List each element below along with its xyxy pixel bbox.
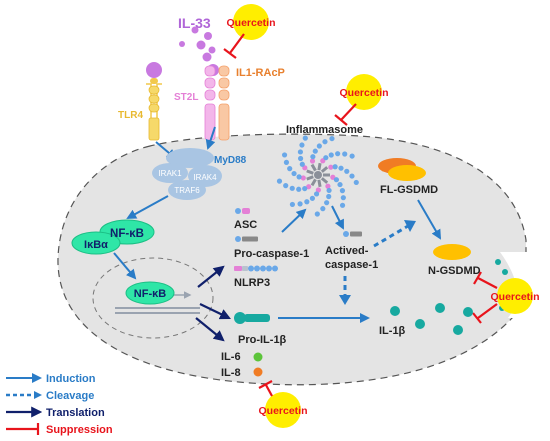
st2l-label: ST2L — [174, 92, 198, 103]
inflammasome-complex — [276, 135, 359, 217]
nfkb-label: NF-κB — [110, 228, 144, 240]
suppression-marker — [334, 103, 357, 126]
il33-particle — [196, 40, 206, 50]
inflammasome-arm — [317, 151, 355, 171]
legend-item-cleavage: Cleavage — [6, 390, 94, 402]
actived-caspase1-label-2: caspase-1 — [325, 259, 378, 271]
il33-particle — [208, 46, 216, 54]
actived-caspase1-icon — [343, 231, 362, 237]
inflammasome-label: Inflammasome — [286, 124, 363, 136]
ikba-label: IκBα — [84, 239, 108, 251]
il33-label: IL-33 — [178, 15, 211, 31]
traf6-label: TRAF6 — [174, 186, 200, 195]
fl-gsdmd-label: FL-GSDMD — [380, 184, 438, 196]
pro-il1b-label: Pro-IL-1β — [238, 334, 287, 346]
arrow-myd88-to-nfkb — [126, 195, 169, 219]
quercetin-badge-inflammasome: Quercetin — [339, 74, 389, 110]
asc-label: ASC — [234, 219, 257, 231]
inflammasome-hub — [314, 171, 322, 179]
arrow-assembly — [281, 208, 307, 233]
quercetin-label: Quercetin — [226, 17, 275, 29]
il6-icon — [253, 352, 263, 362]
inflammasome-arm — [281, 152, 314, 181]
irak4-label: IRAK4 — [193, 173, 217, 182]
quercetin-badge-top: Quercetin — [226, 4, 276, 40]
legend-suppression-label: Suppression — [46, 424, 113, 436]
nuclear-nfkb — [115, 281, 200, 314]
myd88-complex — [152, 148, 222, 200]
tlr4-receptor — [146, 78, 162, 141]
st2l-receptor — [204, 65, 216, 141]
arrow-fl-gsdmd-to-n — [417, 199, 442, 240]
irak1-label: IRAK1 — [158, 169, 182, 178]
quercetin-label: Quercetin — [339, 87, 388, 99]
suppression-marker — [472, 271, 498, 324]
inflammasome-arm — [289, 179, 322, 208]
inflammasome-arm — [323, 173, 346, 208]
nlrp3-icon — [234, 265, 278, 272]
legend-cleavage-label: Cleavage — [46, 390, 94, 402]
inflammasome-arm — [276, 178, 317, 192]
nuclear-nfkb-label: NF-κB — [134, 288, 166, 300]
il6-label: IL-6 — [221, 351, 241, 363]
cleavage-arrows — [339, 220, 416, 305]
quercetin-badge-right: Quercetin — [490, 278, 540, 314]
legend: Induction Cleavage Translation Suppressi… — [6, 373, 113, 436]
il33-particle — [202, 52, 212, 62]
fl-gsdmd-icon — [378, 158, 426, 181]
il8-label: IL-8 — [221, 367, 241, 379]
il1b-particles — [390, 303, 473, 335]
n-gsdmd-label: N-GSDMD — [428, 265, 481, 277]
inflammasome-arm — [309, 135, 335, 172]
asc-icon — [235, 208, 250, 214]
n-gsdmd-icon — [433, 244, 471, 260]
il1racp-receptor — [218, 65, 230, 141]
legend-item-translation: Translation — [6, 406, 105, 419]
il33-particle — [204, 32, 212, 40]
legend-induction-label: Induction — [46, 373, 96, 385]
myd88-label: MyD88 — [214, 155, 247, 166]
il8-icon — [253, 367, 263, 377]
il1racp-label: IL1-RAcP — [236, 67, 285, 79]
inflammasome-arm — [320, 164, 359, 186]
pro-caspase1-icon — [235, 236, 258, 242]
tlr4-label: TLR4 — [118, 110, 143, 121]
nlrp3-label: NLRP3 — [234, 277, 270, 289]
nfkb-ikba-complex — [71, 219, 155, 255]
legend-translation-label: Translation — [46, 407, 105, 419]
il1b-label: IL-1β — [379, 325, 406, 337]
suppression-marker — [258, 380, 273, 397]
quercetin-label: Quercetin — [258, 405, 307, 417]
inflammasome-arm — [297, 135, 314, 175]
arrow-activation — [331, 205, 344, 230]
quercetin-label: Quercetin — [490, 291, 539, 303]
inflammasome-arm — [314, 177, 332, 217]
actived-caspase1-label-1: Actived- — [325, 245, 369, 257]
arrow-nfkb-translocation — [113, 252, 137, 280]
translation-arrows — [195, 265, 231, 342]
il33-particle — [179, 41, 185, 47]
quercetin-badge-bottom: Quercetin — [258, 392, 308, 428]
pro-caspase1-label: Pro-caspase-1 — [234, 248, 309, 260]
pro-il1b-icon — [234, 312, 270, 324]
il33-particle — [191, 26, 199, 34]
suppression-marker — [223, 33, 245, 59]
il33-particle — [146, 62, 162, 78]
legend-item-induction: Induction — [6, 373, 96, 385]
legend-item-suppression: Suppression — [6, 423, 113, 436]
